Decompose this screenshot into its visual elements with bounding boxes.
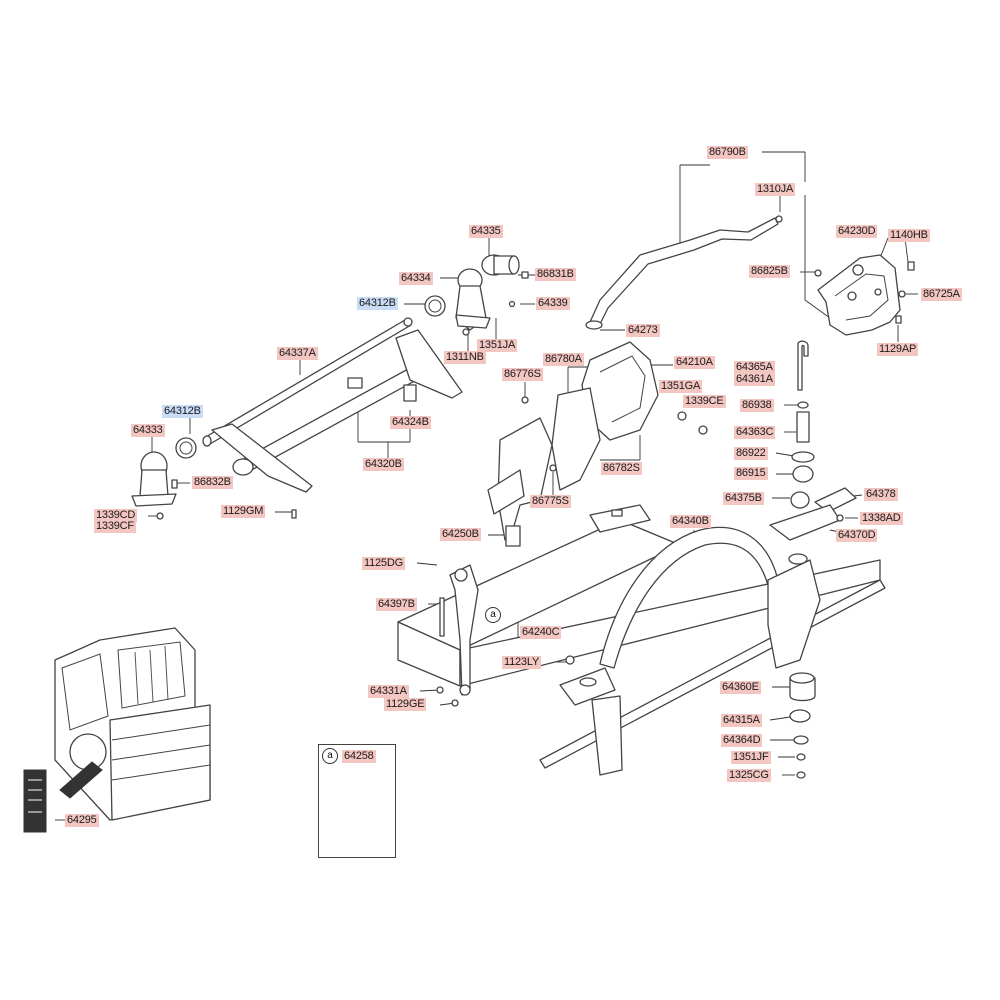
label-64273[interactable]: 64273: [626, 324, 660, 337]
label-1338AD[interactable]: 1338AD: [860, 512, 903, 525]
label-1339CE[interactable]: 1339CE: [683, 395, 726, 408]
label-64397B[interactable]: 64397B: [376, 598, 417, 611]
label-1339CD[interactable]: 1339CD: [94, 509, 138, 522]
label-86775S[interactable]: 86775S: [530, 495, 571, 508]
label-64250B[interactable]: 64250B: [440, 528, 481, 541]
label-1351JF[interactable]: 1351JF: [731, 751, 771, 764]
label-86832B[interactable]: 86832B: [192, 476, 233, 489]
label-64331A[interactable]: 64331A: [368, 685, 409, 698]
label-64360E[interactable]: 64360E: [720, 681, 761, 694]
label-64324B[interactable]: 64324B: [390, 416, 431, 429]
label-1129AP[interactable]: 1129AP: [877, 343, 919, 356]
frame-64340B: [397, 504, 886, 776]
label-64320B[interactable]: 64320B: [363, 458, 404, 471]
label-86825B[interactable]: 86825B: [749, 265, 790, 278]
label-86915[interactable]: 86915: [734, 467, 768, 480]
label-64295[interactable]: 64295: [65, 814, 99, 827]
label-64240C[interactable]: 64240C: [520, 626, 562, 639]
mount-64333: [131, 437, 197, 520]
label-86782S[interactable]: 86782S: [601, 462, 642, 475]
truck-illustration: [23, 627, 211, 833]
label-86831B[interactable]: 86831B: [535, 268, 576, 281]
label-86725A[interactable]: 86725A: [921, 288, 962, 301]
label-64378[interactable]: 64378: [864, 488, 898, 501]
label-64315A[interactable]: 64315A: [721, 714, 762, 727]
callout-a-marker: a: [485, 607, 501, 623]
label-64340B[interactable]: 64340B: [670, 515, 711, 528]
label-86922[interactable]: 86922: [734, 447, 768, 460]
label-1311NB[interactable]: 1311NB: [444, 351, 486, 364]
label-86790B[interactable]: 86790B: [707, 146, 748, 159]
label-86938[interactable]: 86938: [740, 399, 774, 412]
inset-box-64258: [318, 744, 396, 858]
rod-86790B: [585, 215, 783, 330]
label-1310JA[interactable]: 1310JA: [755, 183, 796, 196]
label-64312B-top[interactable]: 64312B: [357, 297, 398, 310]
mount-stack-64360E: [789, 672, 816, 779]
label-64258[interactable]: 64258: [342, 750, 376, 763]
clamp-group-64334: [424, 254, 529, 336]
label-64312B-left[interactable]: 64312B: [162, 405, 203, 418]
label-1351GA[interactable]: 1351GA: [659, 380, 703, 393]
bracket-assembly-86780A: [487, 341, 708, 547]
bracket-64230D: [814, 254, 915, 336]
label-64365A[interactable]: 64365A: [734, 361, 775, 374]
label-64337A[interactable]: 64337A: [277, 347, 318, 360]
label-1129GE[interactable]: 1129GE: [384, 698, 427, 711]
label-64333[interactable]: 64333: [131, 424, 165, 437]
label-64363C[interactable]: 64363C: [734, 426, 776, 439]
label-86780A[interactable]: 86780A: [543, 353, 584, 366]
label-1129GM[interactable]: 1129GM: [221, 505, 266, 518]
label-1140HB[interactable]: 1140HB: [888, 229, 930, 242]
label-64361A[interactable]: 64361A: [734, 373, 775, 386]
label-1125DG[interactable]: 1125DG: [362, 557, 405, 570]
label-64375B[interactable]: 64375B: [723, 492, 764, 505]
label-64364D[interactable]: 64364D: [721, 734, 763, 747]
label-86776S[interactable]: 86776S: [502, 368, 543, 381]
label-64339[interactable]: 64339: [536, 297, 570, 310]
label-1351JA[interactable]: 1351JA: [477, 339, 518, 352]
label-64334[interactable]: 64334: [399, 272, 433, 285]
label-64335[interactable]: 64335: [469, 225, 503, 238]
label-1123LY[interactable]: 1123LY: [502, 656, 542, 669]
right-column-parts: [769, 340, 857, 541]
label-64370D[interactable]: 64370D: [836, 529, 878, 542]
inset-callout-a: a: [322, 748, 338, 764]
label-1325CG[interactable]: 1325CG: [727, 769, 771, 782]
label-64210A[interactable]: 64210A: [674, 356, 715, 369]
label-64230D[interactable]: 64230D: [836, 225, 878, 238]
label-1339CF[interactable]: 1339CF: [94, 520, 136, 533]
torsion-tube-64320B: [202, 317, 463, 519]
